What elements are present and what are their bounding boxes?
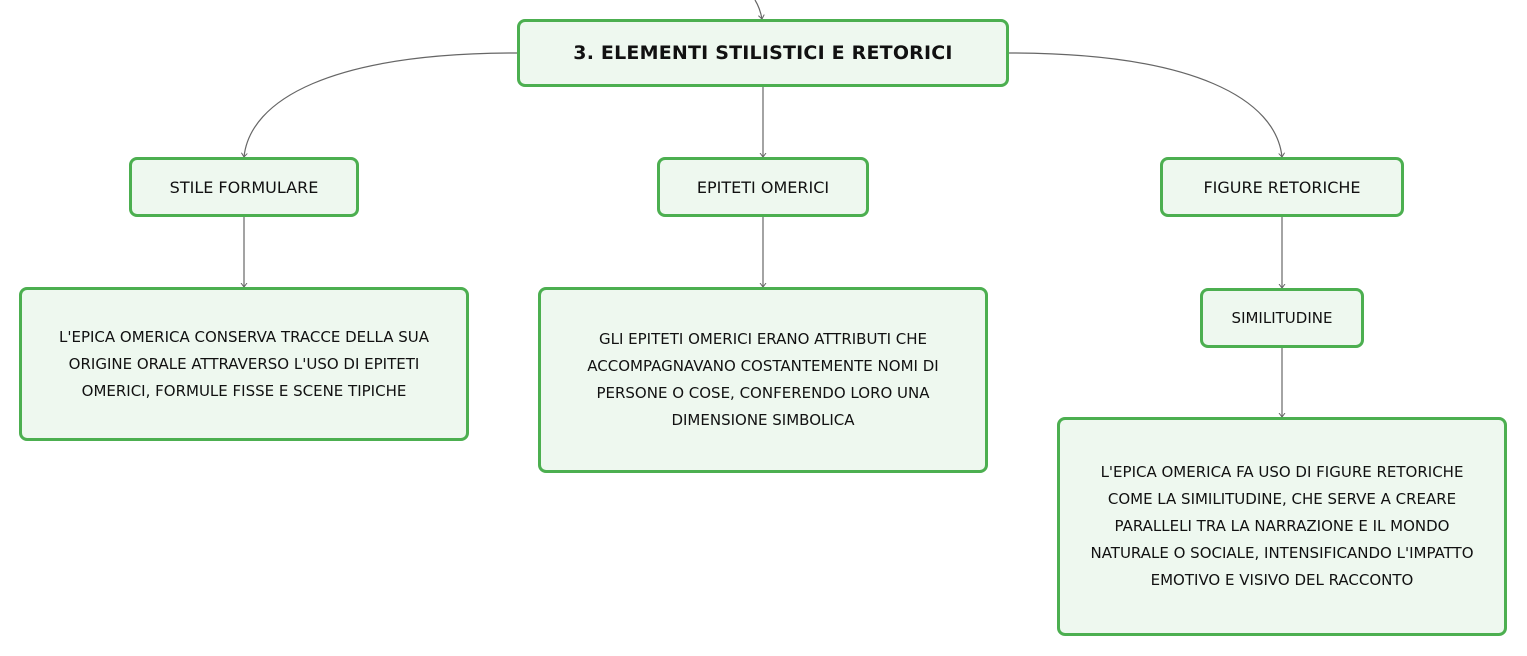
connector-parent-to-root xyxy=(754,0,762,19)
connector-root-to-stile xyxy=(244,52,518,157)
epiteti-omerici-node[interactable]: EPITETI OMERICI xyxy=(657,157,869,217)
epiteti-omerici-description: GLI EPITETI OMERICI ERANO ATTRIBUTI CHE … xyxy=(587,330,939,429)
similitudine-label: SIMILITUDINE xyxy=(1231,309,1333,327)
similitudine-node[interactable]: SIMILITUDINE xyxy=(1200,288,1364,348)
epiteti-omerici-description-node[interactable]: GLI EPITETI OMERICI ERANO ATTRIBUTI CHE … xyxy=(538,287,988,473)
figure-retoriche-description-node[interactable]: L'EPICA OMERICA FA USO DI FIGURE RETORIC… xyxy=(1057,417,1507,636)
stile-formulare-label: STILE FORMULARE xyxy=(169,177,319,197)
root-node[interactable]: 3. ELEMENTI STILISTICI E RETORICI xyxy=(517,19,1009,87)
root-title: 3. ELEMENTI STILISTICI E RETORICI xyxy=(573,42,953,64)
connector-root-to-figure xyxy=(1008,52,1282,157)
figure-retoriche-label: FIGURE RETORICHE xyxy=(1203,177,1361,197)
figure-retoriche-description: L'EPICA OMERICA FA USO DI FIGURE RETORIC… xyxy=(1090,463,1474,589)
figure-retoriche-node[interactable]: FIGURE RETORICHE xyxy=(1160,157,1404,217)
stile-formulare-node[interactable]: STILE FORMULARE xyxy=(129,157,359,217)
stile-formulare-description: L'EPICA OMERICA CONSERVA TRACCE DELLA SU… xyxy=(59,327,429,400)
stile-formulare-description-node[interactable]: L'EPICA OMERICA CONSERVA TRACCE DELLA SU… xyxy=(19,287,469,441)
epiteti-omerici-label: EPITETI OMERICI xyxy=(696,177,830,197)
